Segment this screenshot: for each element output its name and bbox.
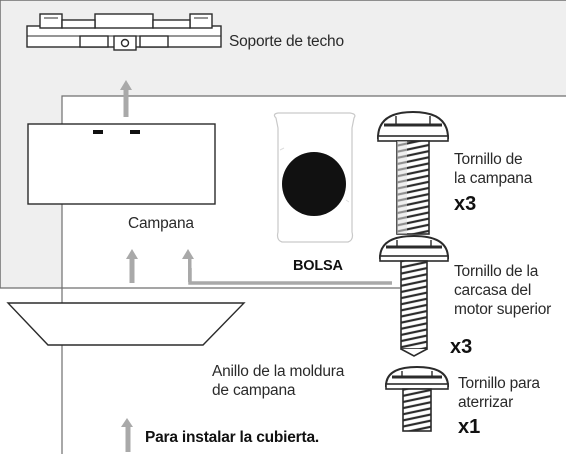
motor-screw-guide-line	[188, 268, 392, 285]
ground-screw-label: Tornillo para aterrizar	[458, 375, 540, 411]
hardware-bag-icon	[273, 112, 356, 243]
canopy-screw-quantity: x3	[454, 193, 477, 215]
canopy-screw-label: Tornillo de la campana	[454, 151, 533, 187]
ground-screw-quantity: x1	[458, 416, 481, 438]
canopy-trim-ring-icon	[6, 302, 246, 346]
canopy-icon	[27, 123, 216, 205]
canopy-label: Campana	[128, 215, 194, 232]
screw-icon	[376, 110, 450, 235]
motor-screw-quantity: x3	[450, 336, 473, 358]
legend-label: Para instalar la cubierta.	[145, 429, 319, 446]
trim-ring-label: Anillo de la moldura de campana	[212, 363, 345, 399]
ceiling-bracket-label: Soporte de techo	[229, 33, 344, 50]
screw-icon	[378, 234, 450, 357]
motor-screw-label: Tornillo de la carcasa del motor superio…	[454, 263, 552, 318]
screw-icon	[384, 365, 450, 432]
ceiling-bracket-icon	[26, 13, 222, 51]
bag-label: BOLSA	[293, 258, 343, 274]
